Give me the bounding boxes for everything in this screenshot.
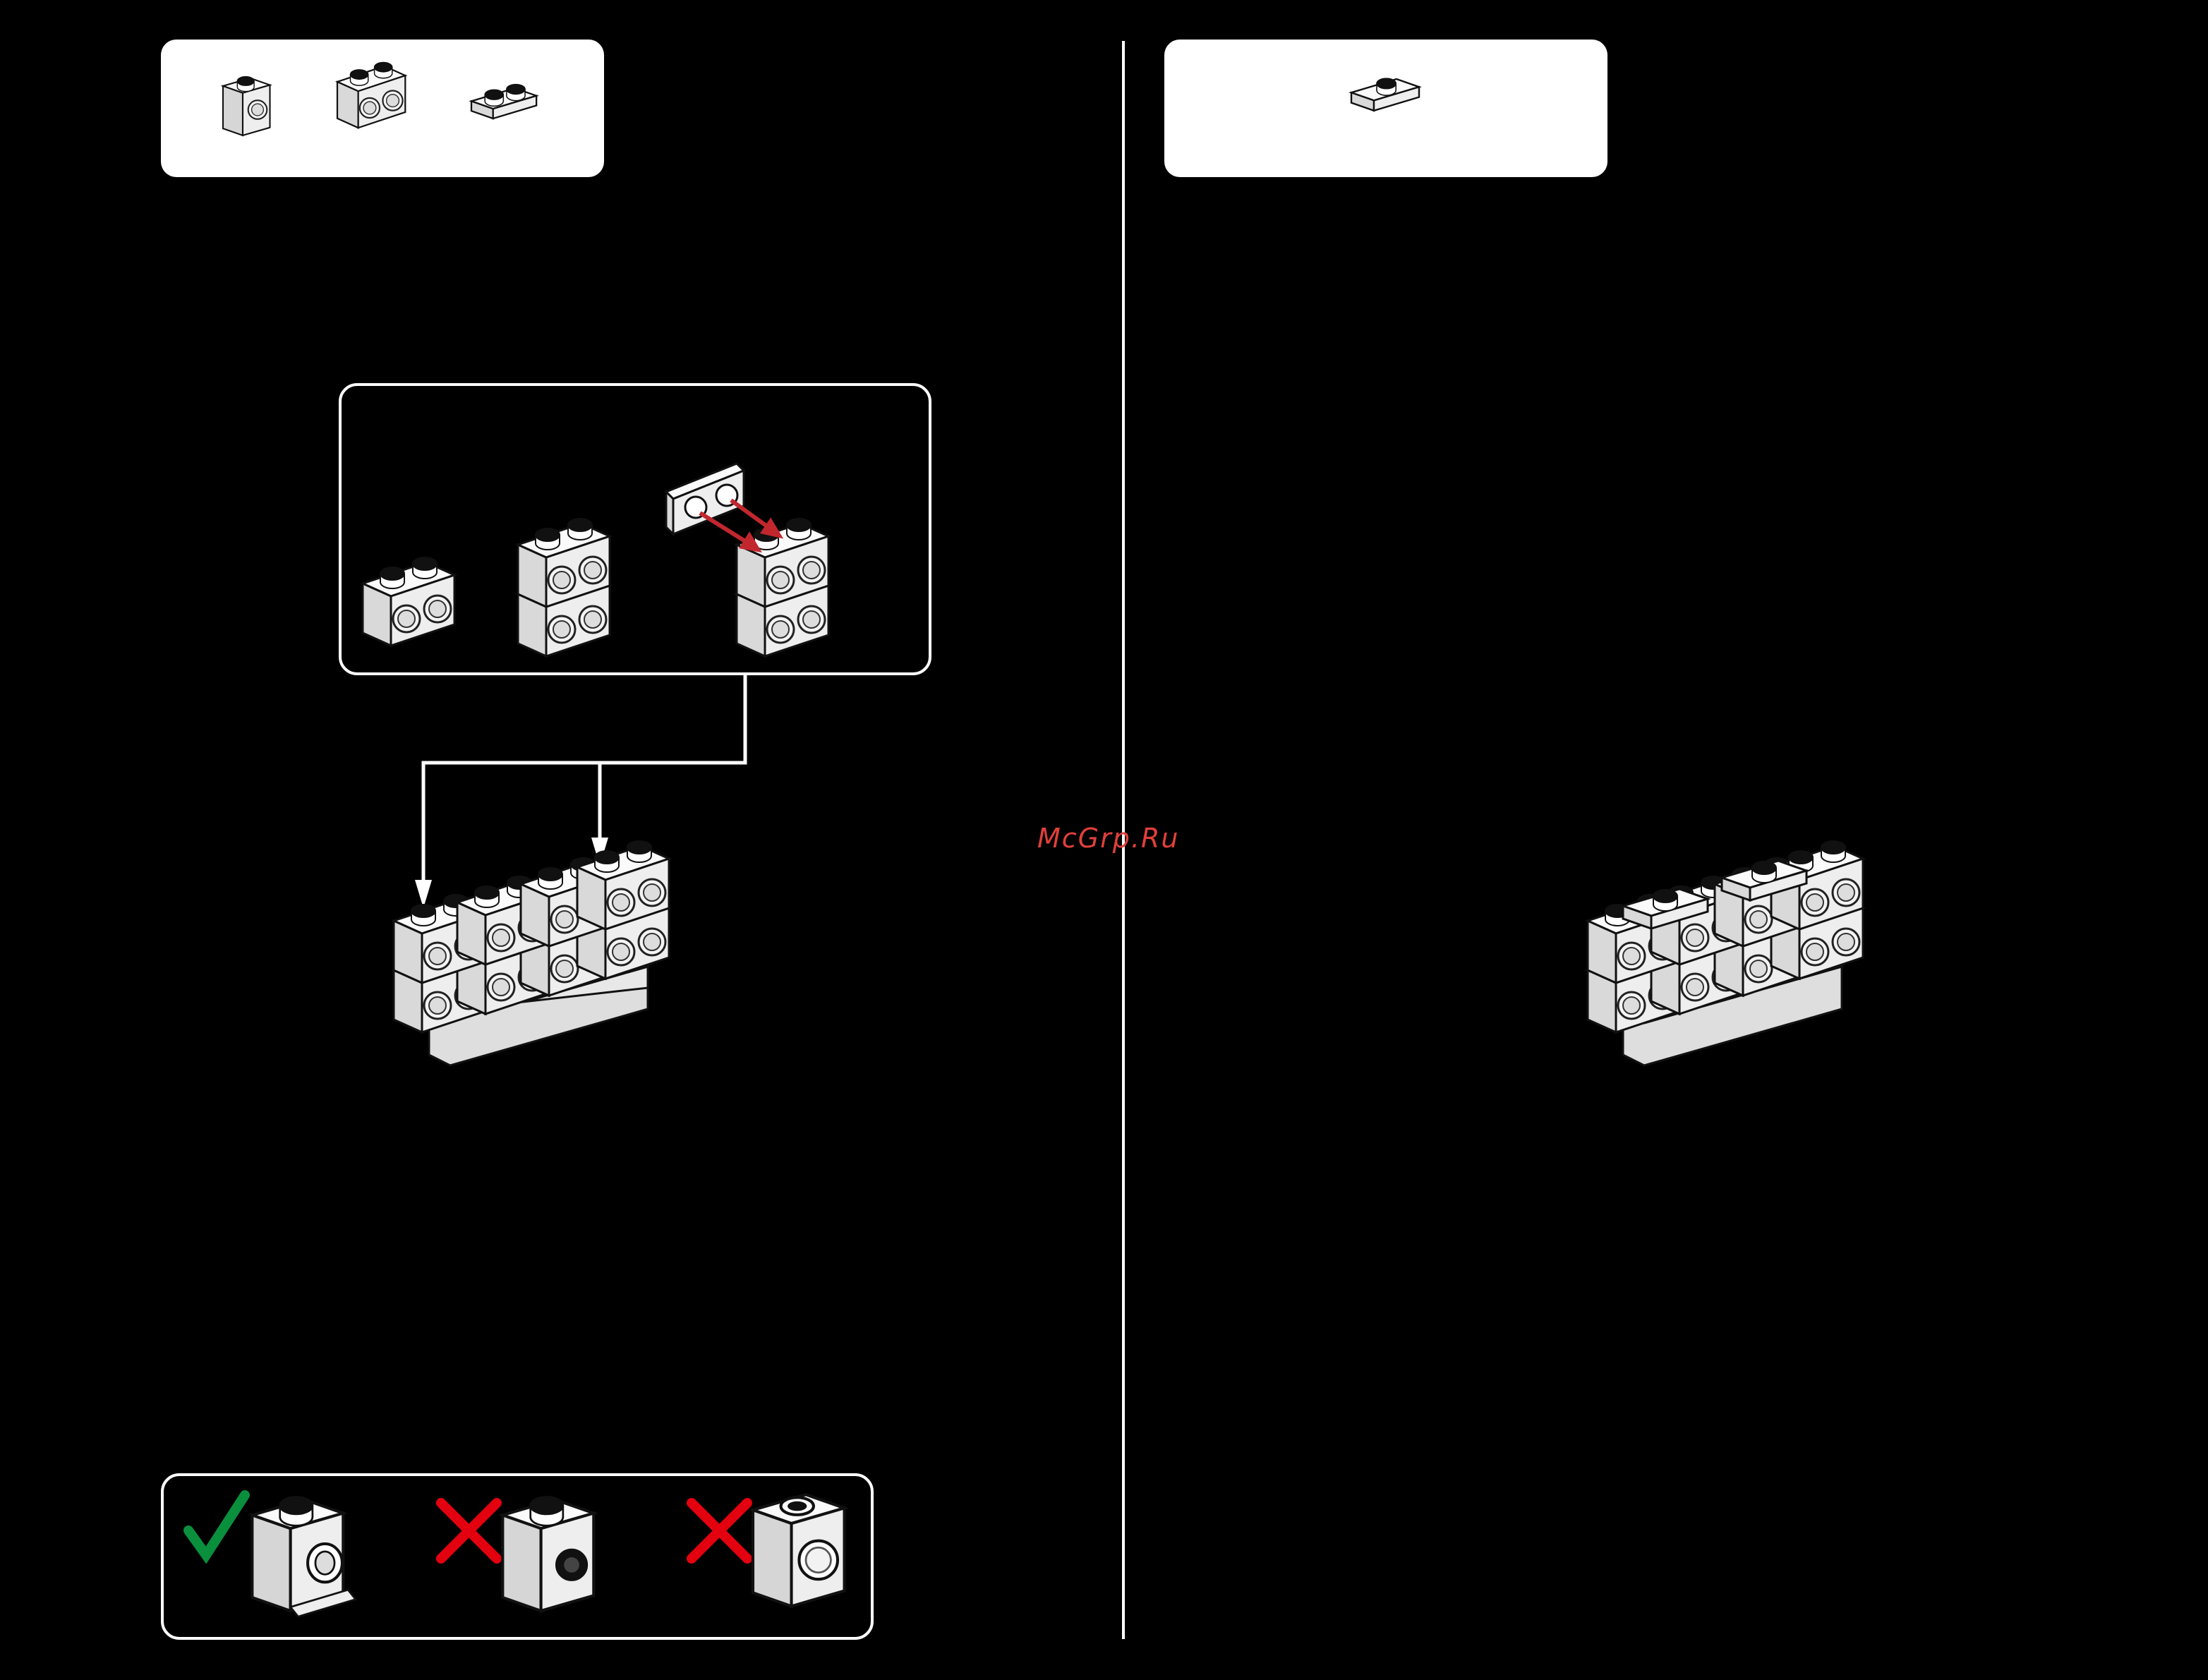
jumper-plate-1x2-icon [1351,75,1422,117]
plate-attach-icon [666,464,839,661]
subassembly-callout [339,383,931,675]
cross-mark-icon [686,1497,753,1564]
check-mark-icon [185,1492,248,1562]
stacked-technic-bricks-icon [518,524,613,661]
right-parts-list [1164,40,1607,177]
side-stud-brick-correct-icon [252,1490,358,1624]
wall-assembly-icon [387,850,669,1090]
cross-mark-icon [435,1497,502,1564]
technic-brick-1x2-with-hole-icon [337,64,408,134]
plate-1x2-icon [471,83,539,126]
technic-brick-1x2-icon [363,562,458,651]
wall-assembly-with-jumper-plates-icon [1581,847,1877,1090]
brick-1x1-with-side-stud-icon [223,72,272,143]
watermark-text: McGrp.Ru [1037,823,1179,854]
left-parts-list [161,40,604,177]
side-stud-brick-wrong-stud-icon [502,1490,608,1624]
side-stud-brick-wrong-hole-icon [753,1487,859,1625]
orientation-hint-box [161,1473,874,1640]
